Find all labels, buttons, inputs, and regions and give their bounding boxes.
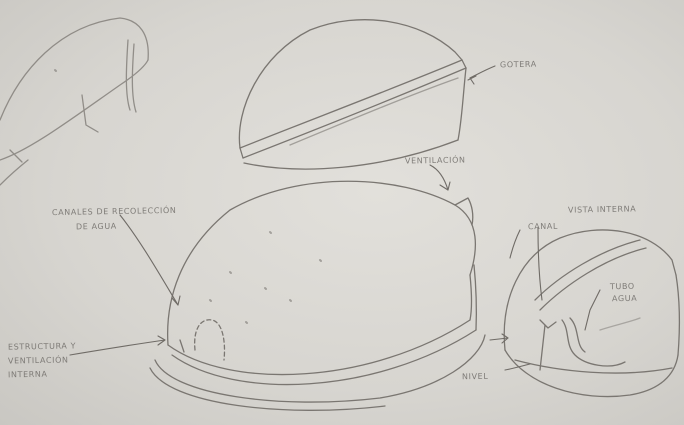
label-vista-interna: Vista interna	[568, 204, 636, 214]
cover-sketch	[239, 20, 466, 169]
label-estructura-line1: Estructura y	[8, 341, 76, 351]
label-canales-line2: de agua	[76, 222, 117, 232]
label-agua: Agua	[612, 294, 637, 303]
label-ventilacion: Ventilación	[405, 155, 466, 165]
label-estructura-line3: interna	[8, 370, 48, 380]
label-canal: Canal	[528, 222, 558, 232]
texture-dots	[55, 70, 321, 323]
partial-dome-sketch	[0, 18, 148, 185]
label-nivel: Nivel	[462, 372, 488, 381]
label-estructura-line2: ventilación	[8, 355, 69, 365]
label-gotera: Gotera	[500, 60, 537, 70]
main-dome-sketch	[150, 181, 485, 410]
label-tubo: Tubo	[610, 282, 635, 291]
cutaway-sketch	[504, 230, 679, 397]
leader-lines	[70, 66, 600, 370]
